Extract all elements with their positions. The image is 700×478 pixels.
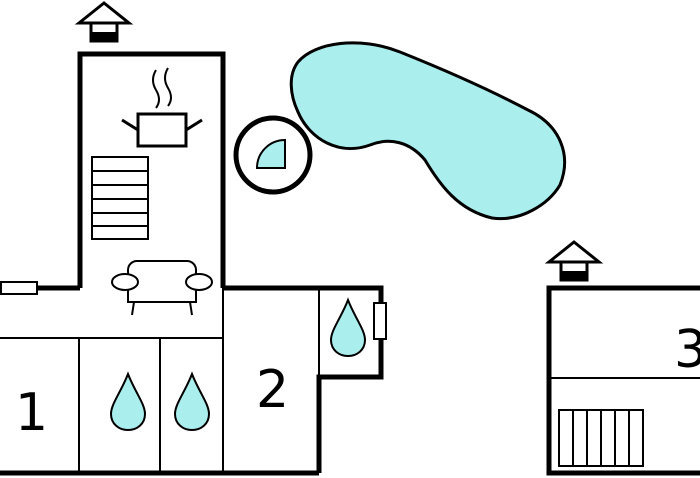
sofa-icon [111, 260, 213, 316]
interior-walls [0, 288, 320, 473]
shower-icon [233, 115, 313, 195]
room-number-2: 2 [256, 360, 289, 420]
stairs-icon [91, 156, 149, 240]
room-number-1: 1 [15, 383, 48, 443]
stairs-icon [558, 409, 644, 467]
second-building-walls [546, 285, 700, 476]
door-icon [0, 281, 38, 295]
room-number-3: 3 [674, 320, 700, 380]
house-icon [74, 1, 134, 43]
swimming-pool [289, 41, 566, 221]
door-icon [373, 302, 387, 340]
cooking-pot-icon [121, 67, 203, 148]
water-drop-icon [173, 371, 211, 432]
house-icon [544, 240, 604, 282]
water-drop-icon [109, 371, 147, 432]
water-drop-icon [329, 297, 367, 358]
